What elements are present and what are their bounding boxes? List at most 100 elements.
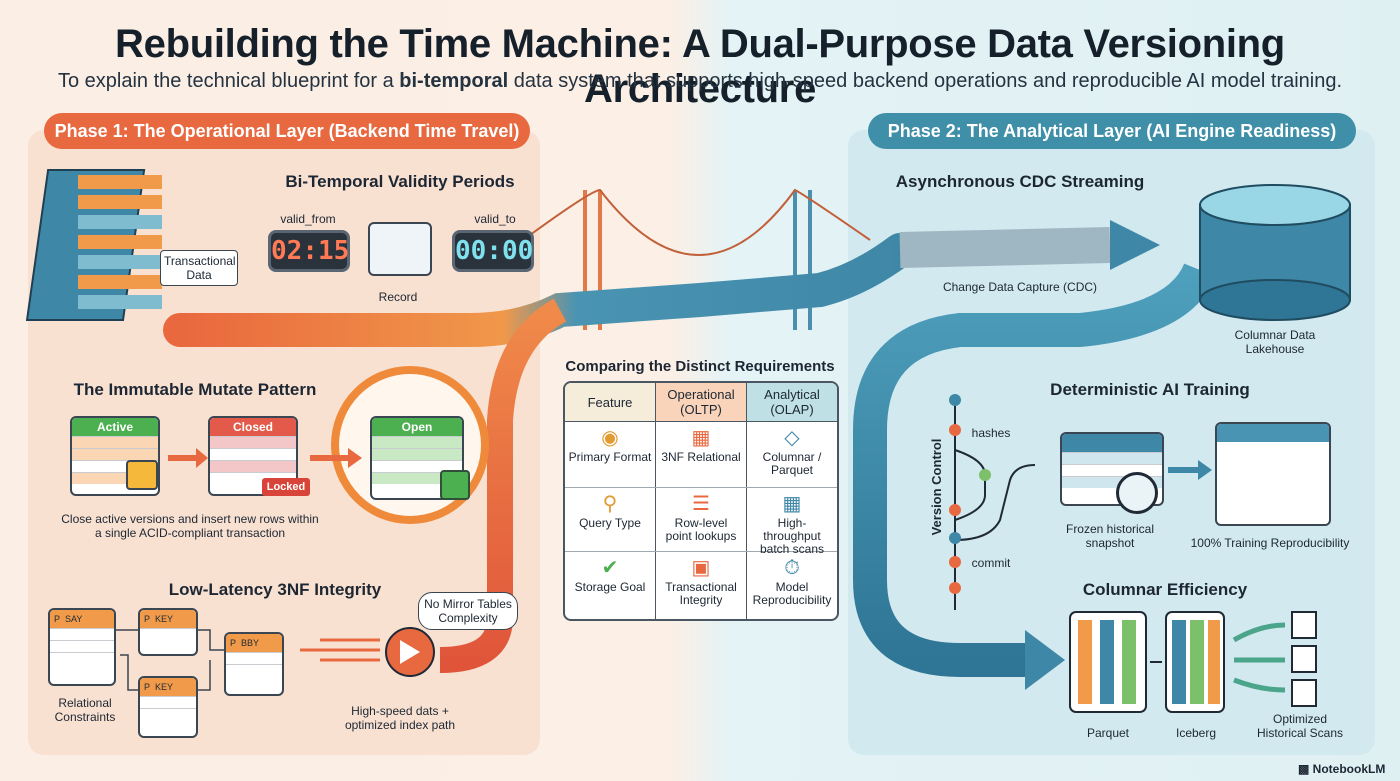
comparison-header-olap: Analytical (OLAP)	[764, 387, 820, 417]
relation-table-2: P KEY	[138, 608, 198, 656]
table-4-key: KEY	[155, 682, 174, 692]
olap-text: High-throughput batch scans	[759, 516, 825, 556]
transactional-data-label: Transactional Data	[160, 250, 238, 286]
efficiency-title: Columnar Efficiency	[1082, 580, 1248, 599]
oltp-text: Transactional Integrity	[665, 580, 737, 607]
page-title: Rebuilding the Time Machine: A Dual-Purp…	[115, 22, 1285, 111]
row-primary-format-feature: ◉Primary Format	[565, 427, 655, 464]
active-table-header: Active	[72, 418, 158, 436]
relation-table-1: P SAY	[48, 608, 116, 686]
comparison-grid-v1	[655, 383, 656, 619]
feature-text: Storage Goal	[574, 580, 646, 594]
comparison-header-bg-3	[746, 383, 837, 421]
mutate-arrow-2-head	[348, 448, 362, 468]
teal-curve-pipe	[853, 262, 1216, 677]
stopwatch-icon: ⏱	[784, 557, 800, 579]
relation-links	[112, 629, 225, 691]
comparison-grid-v2	[746, 383, 747, 619]
valid-from-clock: 02:15	[268, 230, 350, 272]
phase1-label: Phase 1: The Operational Layer (Backend …	[44, 113, 530, 149]
pk-marker: P	[144, 682, 151, 692]
unlock-icon	[440, 470, 470, 500]
lock-icon	[126, 460, 158, 490]
iceberg-label: Iceberg	[1175, 726, 1217, 740]
feature-text: Primary Format	[568, 450, 652, 464]
oltp-text: Row-level point lookups	[665, 516, 737, 543]
valid-from-label: valid_from	[280, 212, 336, 226]
table-1-key: SAY	[65, 614, 83, 624]
relation-table-4: P KEY	[138, 676, 198, 738]
parquet-block	[1069, 611, 1147, 713]
comparison-grid-h3	[565, 551, 837, 552]
shield-check-icon: ✔	[601, 557, 619, 579]
comparison-header-bg-2	[655, 383, 746, 421]
batch-icon: ▦	[782, 493, 802, 515]
locked-badge: Locked	[262, 478, 310, 496]
valid-to-label: valid_to	[474, 212, 516, 226]
mutate-title: The Immutable Mutate Pattern	[73, 380, 317, 399]
oltp-text: 3NF Relational	[661, 450, 741, 464]
magnifier-icon: ⚲	[602, 493, 618, 515]
scans-label: Optimized Historical Scans	[1256, 712, 1344, 740]
phase2-label: Phase 2: The Analytical Layer (AI Engine…	[868, 113, 1356, 149]
pk-marker: P	[54, 614, 61, 624]
row-storage-goal-feature: ✔Storage Goal	[565, 557, 655, 594]
mutate-caption: Close active versions and insert new row…	[61, 512, 319, 540]
record-icon	[368, 222, 432, 276]
row-primary-format-olap: ◇Columnar / Parquet	[751, 427, 833, 477]
grid-icon: ▦	[691, 427, 711, 449]
table-3-key: BBY	[241, 638, 260, 648]
transactional-data-stack	[25, 169, 162, 321]
comparison-header-bg-1	[565, 383, 655, 421]
closed-table-header: Closed	[210, 418, 296, 436]
cdc-title: Asynchronous CDC Streaming	[895, 172, 1145, 191]
hashes-label: hashes	[971, 426, 1011, 440]
subtitle-text: To explain the technical blueprint for a	[57, 70, 400, 92]
subtitle-text-end: data system that supports high-speed bac…	[508, 70, 1343, 92]
comparison-grid-h1	[565, 421, 837, 422]
feature-text: Query Type	[579, 516, 641, 530]
cdc-arrow	[1110, 220, 1160, 270]
version-control-label: Version Control	[929, 438, 944, 536]
parquet-label: Parquet	[1086, 726, 1130, 740]
no-mirror-bubble: No Mirror Tables Complexity	[418, 592, 518, 630]
comparison-header-feature: Feature	[587, 395, 633, 410]
index-path-caption: High-speed dats + optimized index path	[344, 704, 456, 732]
pk-marker: P	[230, 638, 237, 648]
cdc-pipe	[899, 227, 1111, 268]
row-query-type-olap: ▦High-throughput batch scans	[751, 493, 833, 556]
closed-table: Closed	[208, 416, 298, 496]
database-icon: ◉	[601, 427, 619, 449]
subtitle-emphasis: bi-temporal	[399, 70, 509, 92]
olap-text: Columnar / Parquet	[762, 450, 822, 477]
lakehouse-label: Columnar Data Lakehouse	[1234, 328, 1316, 356]
olap-text: Model Reproducibility	[752, 580, 832, 607]
commit-label: commit	[971, 556, 1011, 570]
iceberg-block	[1165, 611, 1225, 713]
integrity-title: Low-Latency 3NF Integrity	[168, 580, 382, 599]
relation-table-3: P BBY	[224, 632, 284, 696]
comparison-title: Comparing the Distinct Requirements	[565, 358, 835, 375]
row-storage-goal-oltp: ▣Transactional Integrity	[660, 557, 742, 607]
scan-arrows	[1232, 622, 1286, 693]
valid-to-clock: 00:00	[452, 230, 534, 272]
brand-text: NotebookLM	[1312, 762, 1386, 776]
comparison-header-oltp: Operational (OLTP)	[667, 387, 735, 417]
row-primary-format-oltp: ▦3NF Relational	[660, 427, 742, 464]
training-window-icon	[1215, 422, 1331, 526]
orange-down-pipe	[439, 298, 567, 673]
row-list-icon: ☰	[692, 493, 710, 515]
table-2-key: KEY	[155, 614, 174, 624]
layers-icon: ◇	[784, 427, 800, 449]
frozen-snapshot-icon	[1060, 432, 1164, 506]
snapshot-label: Frozen historical snapshot	[1065, 522, 1155, 550]
scan-docs	[1291, 611, 1317, 707]
page-subtitle: To explain the technical blueprint for a…	[0, 70, 1400, 93]
lakehouse-icon	[1199, 184, 1351, 321]
clock-icon	[1116, 472, 1158, 514]
pk-marker: P	[144, 614, 151, 624]
lock-icon: ▣	[691, 557, 711, 579]
training-title: Deterministic AI Training	[1050, 380, 1250, 399]
bitemporal-title: Bi-Temporal Validity Periods	[285, 172, 515, 191]
record-label: Record	[378, 290, 418, 304]
